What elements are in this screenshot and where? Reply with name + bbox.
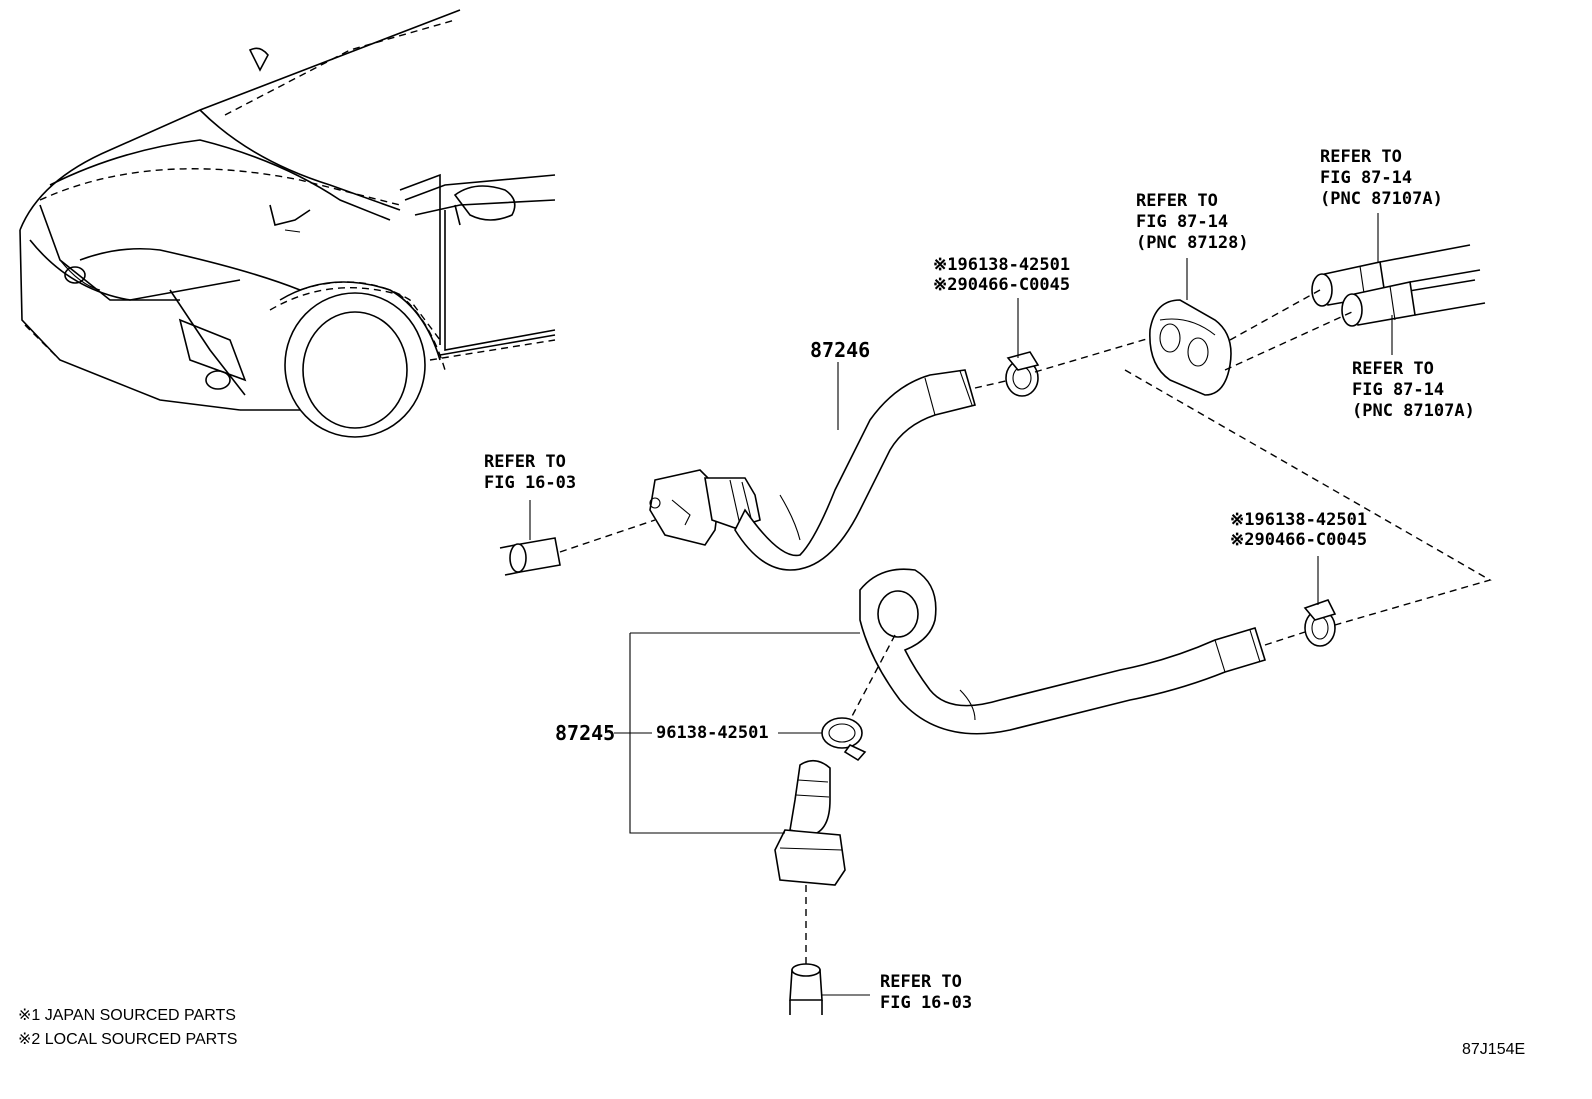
callout-87245: 87245: [555, 721, 615, 745]
clamp-right[interactable]: [1303, 599, 1337, 647]
vehicle-illustration: [19, 9, 556, 438]
ref-87107a-bottom-1: REFER TO: [1352, 359, 1434, 379]
ref-87107a-top-1: REFER TO: [1320, 147, 1402, 167]
ref-87128-2: FIG 87-14: [1136, 212, 1228, 232]
grommet[interactable]: [1149, 299, 1232, 396]
note-local-sourced: ※2 LOCAL SOURCED PARTS: [18, 1031, 237, 1048]
figure-code: 87J154E: [1462, 1041, 1525, 1058]
callout-96138-42501: 96138-42501: [656, 723, 769, 743]
ref-87107a-top-2: FIG 87-14: [1320, 168, 1412, 188]
fitting-upper-left: [499, 537, 561, 576]
callout-clamp-upper-1: ※196138-42501: [933, 255, 1070, 275]
ref-16-03-upper-1: REFER TO: [484, 452, 566, 472]
ref-87128-3: (PNC 87128): [1136, 233, 1249, 253]
ref-16-03-upper-2: FIG 16-03: [484, 473, 576, 493]
clamp-96138-42501[interactable]: [821, 717, 867, 762]
labels: 87246 87245 96138-42501 ※196138-42501 ※2…: [18, 147, 1525, 1058]
ref-87128-1: REFER TO: [1136, 191, 1218, 211]
hose-87246[interactable]: [649, 369, 976, 571]
callout-clamp-upper-2: ※290466-C0045: [933, 275, 1070, 295]
ref-87107a-bottom-2: FIG 87-14: [1352, 380, 1444, 400]
clamp-upper[interactable]: [1005, 351, 1040, 397]
hose-87245[interactable]: [774, 568, 1267, 886]
fitting-lower: [789, 963, 823, 1015]
ref-87107a-top-3: (PNC 87107A): [1320, 189, 1443, 209]
callout-clamp-right-2: ※290466-C0045: [1230, 530, 1367, 550]
ref-87107a-bottom-3: (PNC 87107A): [1352, 401, 1475, 421]
leader-lines: [529, 213, 1393, 996]
ref-16-03-lower-2: FIG 16-03: [880, 993, 972, 1013]
note-japan-sourced: ※1 JAPAN SOURCED PARTS: [18, 1007, 236, 1024]
pipe-bottom[interactable]: [1341, 269, 1486, 327]
ref-16-03-lower-1: REFER TO: [880, 972, 962, 992]
callout-87246: 87246: [810, 338, 870, 362]
assembly-lines: [559, 289, 1492, 965]
callout-clamp-right-1: ※196138-42501: [1230, 510, 1367, 530]
